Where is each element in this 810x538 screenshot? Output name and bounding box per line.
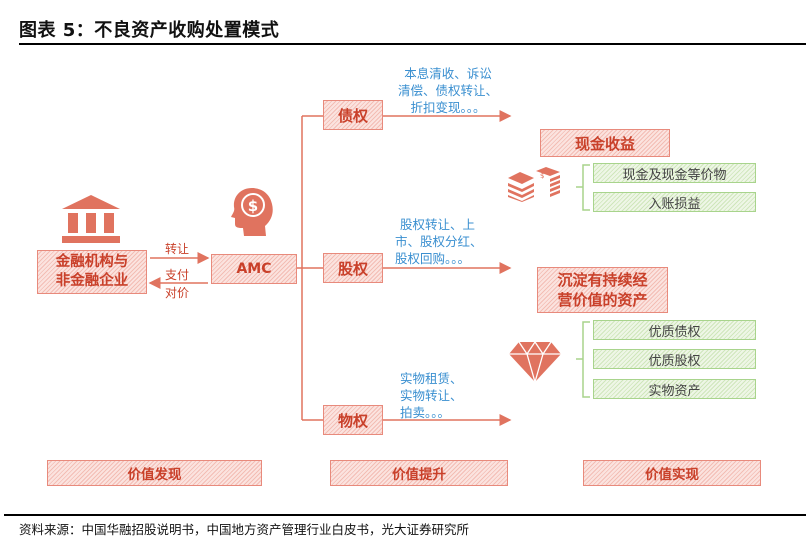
- method-line: 清偿、债权转让、: [397, 83, 498, 98]
- payment-label-1: 支付: [165, 268, 190, 282]
- stage-label: 价值提升: [392, 467, 446, 483]
- amc-label: AMC: [236, 261, 272, 277]
- method-line: 市、股权分红、: [395, 234, 483, 249]
- methods-property: 实物租赁、 实物转让、 拍卖。。。: [400, 370, 500, 421]
- method-line: 实物租赁、: [400, 371, 463, 386]
- cash-income-title: 现金收益: [574, 134, 635, 153]
- bank-icon: [62, 195, 120, 243]
- sustainable-asset-box: 沉淀有持续经 营价值的资产: [537, 267, 668, 313]
- stage-label: 价值实现: [645, 467, 699, 483]
- svg-text:$: $: [248, 197, 258, 215]
- figure-title: 图表 5：不良资产收购处置模式: [19, 20, 280, 41]
- branch-label-property: 物权: [337, 411, 368, 430]
- bracket-asset: [576, 321, 590, 398]
- branch-label-equity: 股权: [337, 259, 368, 278]
- method-line: 股权转让、上: [400, 217, 476, 232]
- institution-label-line2: 非金融企业: [55, 273, 129, 289]
- result-item-label: 优质债权: [648, 324, 701, 340]
- method-line: 股权回购。。。: [395, 251, 471, 266]
- payment-label-2: 对价: [165, 286, 190, 300]
- asset-title-line2: 营价值的资产: [557, 291, 648, 309]
- result-item: 现金及现金等价物: [593, 163, 756, 183]
- result-item-label: 实物资产: [648, 383, 701, 399]
- footer-rule: [4, 514, 806, 516]
- svg-text:$: $: [540, 172, 544, 180]
- stage-value-enhancement: 价值提升: [330, 460, 508, 486]
- methods-debt: 本息清收、诉讼 清偿、债权转让、 折扣变现。。。: [393, 65, 503, 116]
- amc-box: AMC: [211, 254, 297, 284]
- stage-value-realization: 价值实现: [583, 460, 761, 486]
- result-item: 优质股权: [593, 349, 756, 369]
- cash-income-box: 现金收益: [540, 129, 670, 157]
- transfer-label: 转让: [165, 242, 190, 256]
- header-rule: [19, 43, 806, 45]
- method-line: 实物转让、: [400, 388, 463, 403]
- diamond-icon: [509, 341, 561, 382]
- source-note: 资料来源：中国华融招股说明书，中国地方资产管理行业白皮书，光大证券研究所: [19, 522, 470, 537]
- money-stack-icon: $: [508, 167, 560, 202]
- institution-box: 金融机构与 非金融企业: [37, 250, 147, 294]
- method-line: 拍卖。。。: [400, 405, 451, 420]
- result-item-label: 入账损益: [648, 196, 701, 212]
- result-item: 实物资产: [593, 379, 756, 399]
- result-item: 入账损益: [593, 192, 756, 212]
- result-item-label: 优质股权: [648, 353, 701, 369]
- methods-equity: 股权转让、上 市、股权分红、 股权回购。。。: [395, 216, 505, 267]
- branch-label-debt: 债权: [337, 106, 368, 125]
- branch-box-debt: 债权: [323, 100, 383, 130]
- head-dollar-icon: $: [231, 188, 273, 236]
- result-item: 优质债权: [593, 320, 756, 340]
- method-line: 本息清收、诉讼: [404, 66, 492, 81]
- bracket-cash: [576, 164, 590, 211]
- branch-box-equity: 股权: [323, 253, 383, 283]
- asset-title-line1: 沉淀有持续经: [557, 271, 648, 289]
- stage-value-discovery: 价值发现: [47, 460, 262, 486]
- stage-label: 价值发现: [127, 467, 182, 483]
- branch-box-property: 物权: [323, 405, 383, 435]
- method-line: 折扣变现。。。: [410, 100, 486, 115]
- result-item-label: 现金及现金等价物: [622, 167, 727, 183]
- institution-label-line1: 金融机构与: [55, 254, 129, 270]
